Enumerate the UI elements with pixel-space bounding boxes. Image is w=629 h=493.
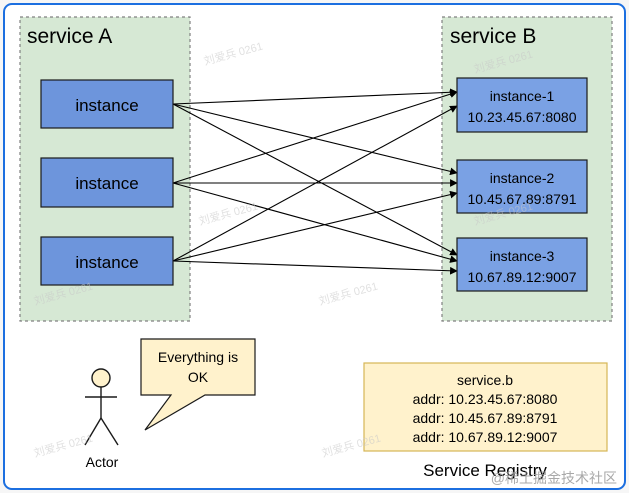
service-a-instance-3-label: instance bbox=[75, 253, 138, 272]
registry-line-2: addr: 10.23.45.67:8080 bbox=[413, 391, 558, 407]
registry-box bbox=[363, 362, 608, 452]
actor-label: Actor bbox=[86, 454, 119, 470]
service-b-instance-3-addr: 10.67.89.12:9007 bbox=[468, 269, 577, 285]
service-a-instance-1[interactable]: instance bbox=[40, 79, 174, 129]
service-b-instance-2-addr: 10.45.67.89:8791 bbox=[468, 191, 577, 207]
service-b-instance-3[interactable]: instance-3 10.67.89.12:9007 bbox=[456, 237, 588, 292]
architecture-diagram: service A service B instance instance in… bbox=[19, 16, 617, 486]
actor-head bbox=[91, 368, 111, 388]
watermark-text: 刘爱兵 0261 bbox=[317, 280, 379, 308]
registry-caption: Service Registry bbox=[423, 461, 547, 480]
speech-line-2: OK bbox=[188, 369, 209, 385]
service-b-instance-3-name: instance-3 bbox=[490, 248, 555, 264]
registry-line-4: addr: 10.67.89.12:9007 bbox=[413, 429, 558, 445]
connection-arrows bbox=[172, 88, 458, 275]
actor-figure: Actor bbox=[84, 368, 119, 470]
arrow-a3-b3 bbox=[172, 260, 458, 275]
arrow-a1-b3 bbox=[172, 103, 458, 256]
service-a-instance-3[interactable]: instance bbox=[40, 236, 174, 286]
service-b-instance-2[interactable]: instance-2 10.45.67.89:8791 bbox=[456, 159, 588, 214]
arrow-a3-b2 bbox=[172, 190, 458, 262]
service-registry: service.b addr: 10.23.45.67:8080 addr: 1… bbox=[363, 362, 608, 480]
arrow-a2-b1 bbox=[172, 90, 458, 184]
service-b-instance-1-addr: 10.23.45.67:8080 bbox=[468, 109, 577, 125]
footer-watermark: @稀土掘金技术社区 bbox=[491, 470, 617, 486]
service-b-instance-1-name: instance-1 bbox=[490, 88, 555, 104]
speech-bubble bbox=[140, 338, 256, 431]
arrow-a2-b3 bbox=[172, 182, 458, 263]
diagram-frame: service A service B instance instance in… bbox=[3, 3, 626, 490]
speech-callout: Everything is OK bbox=[140, 338, 256, 431]
registry-line-3: addr: 10.45.67.89:8791 bbox=[413, 410, 558, 426]
watermark-text: 刘爱兵 0261 bbox=[197, 200, 259, 228]
service-b-instance-2-name: instance-2 bbox=[490, 170, 555, 186]
service-b-instance-1[interactable]: instance-1 10.23.45.67:8080 bbox=[456, 77, 588, 133]
arrow-a1-b2 bbox=[172, 103, 458, 176]
speech-line-1: Everything is bbox=[158, 349, 238, 365]
service-a-instance-2[interactable]: instance bbox=[40, 157, 174, 208]
watermark-text: 刘爱兵 0261 bbox=[320, 432, 382, 460]
watermark-text: 刘爱兵 0261 bbox=[202, 40, 264, 68]
arrow-a1-b1 bbox=[172, 88, 458, 105]
service-a-title: service A bbox=[27, 25, 112, 48]
registry-line-1: service.b bbox=[457, 372, 513, 388]
service-a-instance-1-label: instance bbox=[75, 96, 138, 115]
arrow-a3-b1 bbox=[172, 105, 458, 262]
service-b-title: service B bbox=[450, 25, 536, 48]
service-a-instance-2-label: instance bbox=[75, 174, 138, 193]
